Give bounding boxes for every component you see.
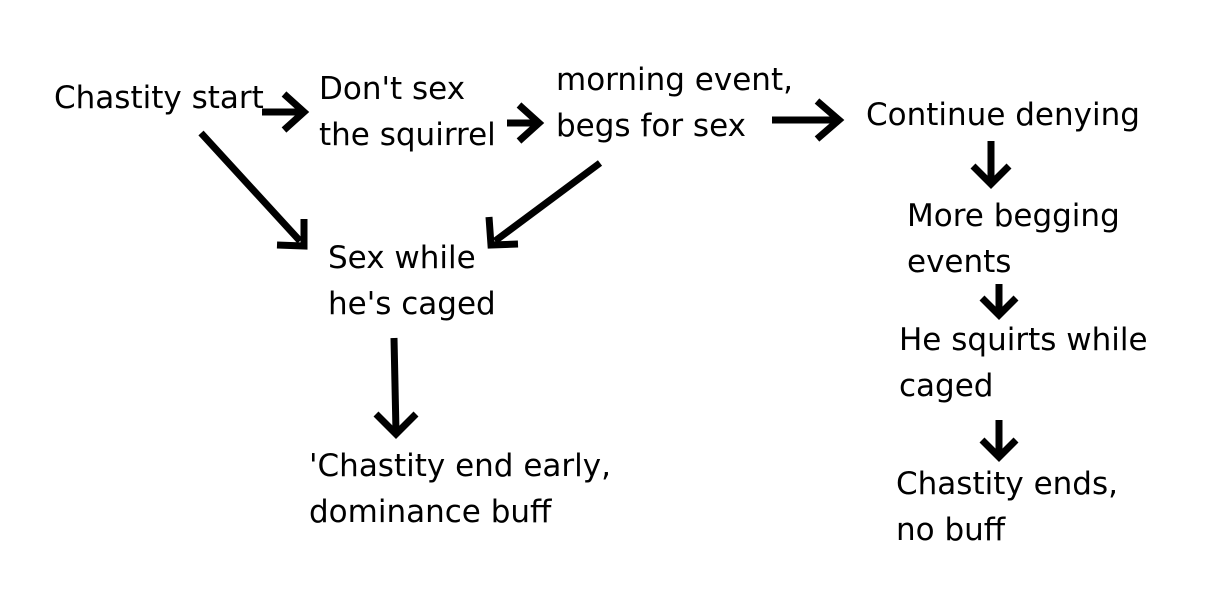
node-sex-caged-line-2: he's caged <box>328 286 496 322</box>
node-chastity-start-line-1: Chastity start <box>54 80 264 116</box>
node-chastity-end-early: 'Chastity end early, dominance buff <box>309 443 611 535</box>
node-ends-no-buff-line-2: no buff <box>896 512 1006 548</box>
node-dont-sex-line-2: the squirrel <box>319 117 496 153</box>
arrow-chastity-start-to-dont-sex <box>262 91 310 133</box>
node-squirts-caged-line-1: He squirts while <box>899 322 1148 358</box>
node-morning-event-line-2: begs for sex <box>556 108 746 144</box>
node-dont-sex-squirrel: Don't sex the squirrel <box>319 66 496 158</box>
arrow-sex-caged-to-end-early <box>373 337 419 439</box>
arrow-continue-denying-to-more-begging <box>970 141 1012 189</box>
node-ends-no-buff-line-1: Chastity ends, <box>896 466 1118 502</box>
node-squirts-while-caged: He squirts while caged <box>899 317 1148 409</box>
arrow-more-begging-to-squirts-caged <box>979 284 1019 320</box>
node-dont-sex-line-1: Don't sex <box>319 71 466 107</box>
arrow-morning-event-to-sex-caged <box>485 160 603 249</box>
node-end-early-line-1: 'Chastity end early, <box>309 448 611 484</box>
arrow-dont-sex-to-morning-event <box>507 102 545 144</box>
arrow-squirts-caged-to-ends-no-buff <box>979 420 1019 462</box>
node-chastity-start: Chastity start <box>54 75 264 121</box>
node-continue-denying-line-1: Continue denying <box>866 97 1140 133</box>
node-more-begging-line-1: More begging <box>907 198 1120 234</box>
node-sex-caged-line-1: Sex while <box>328 240 476 276</box>
node-squirts-caged-line-2: caged <box>899 368 994 404</box>
node-morning-event: morning event, begs for sex <box>556 57 793 149</box>
node-end-early-line-2: dominance buff <box>309 494 552 530</box>
arrow-chastity-start-to-sex-caged <box>198 130 308 250</box>
node-morning-event-line-1: morning event, <box>556 62 793 98</box>
node-chastity-ends-no-buff: Chastity ends, no buff <box>896 461 1118 553</box>
node-sex-while-caged: Sex while he's caged <box>328 235 496 327</box>
node-more-begging-line-2: events <box>907 244 1012 280</box>
node-continue-denying: Continue denying <box>866 92 1140 138</box>
node-more-begging-events: More begging events <box>907 193 1120 285</box>
arrow-morning-event-to-continue-denying <box>772 98 845 142</box>
